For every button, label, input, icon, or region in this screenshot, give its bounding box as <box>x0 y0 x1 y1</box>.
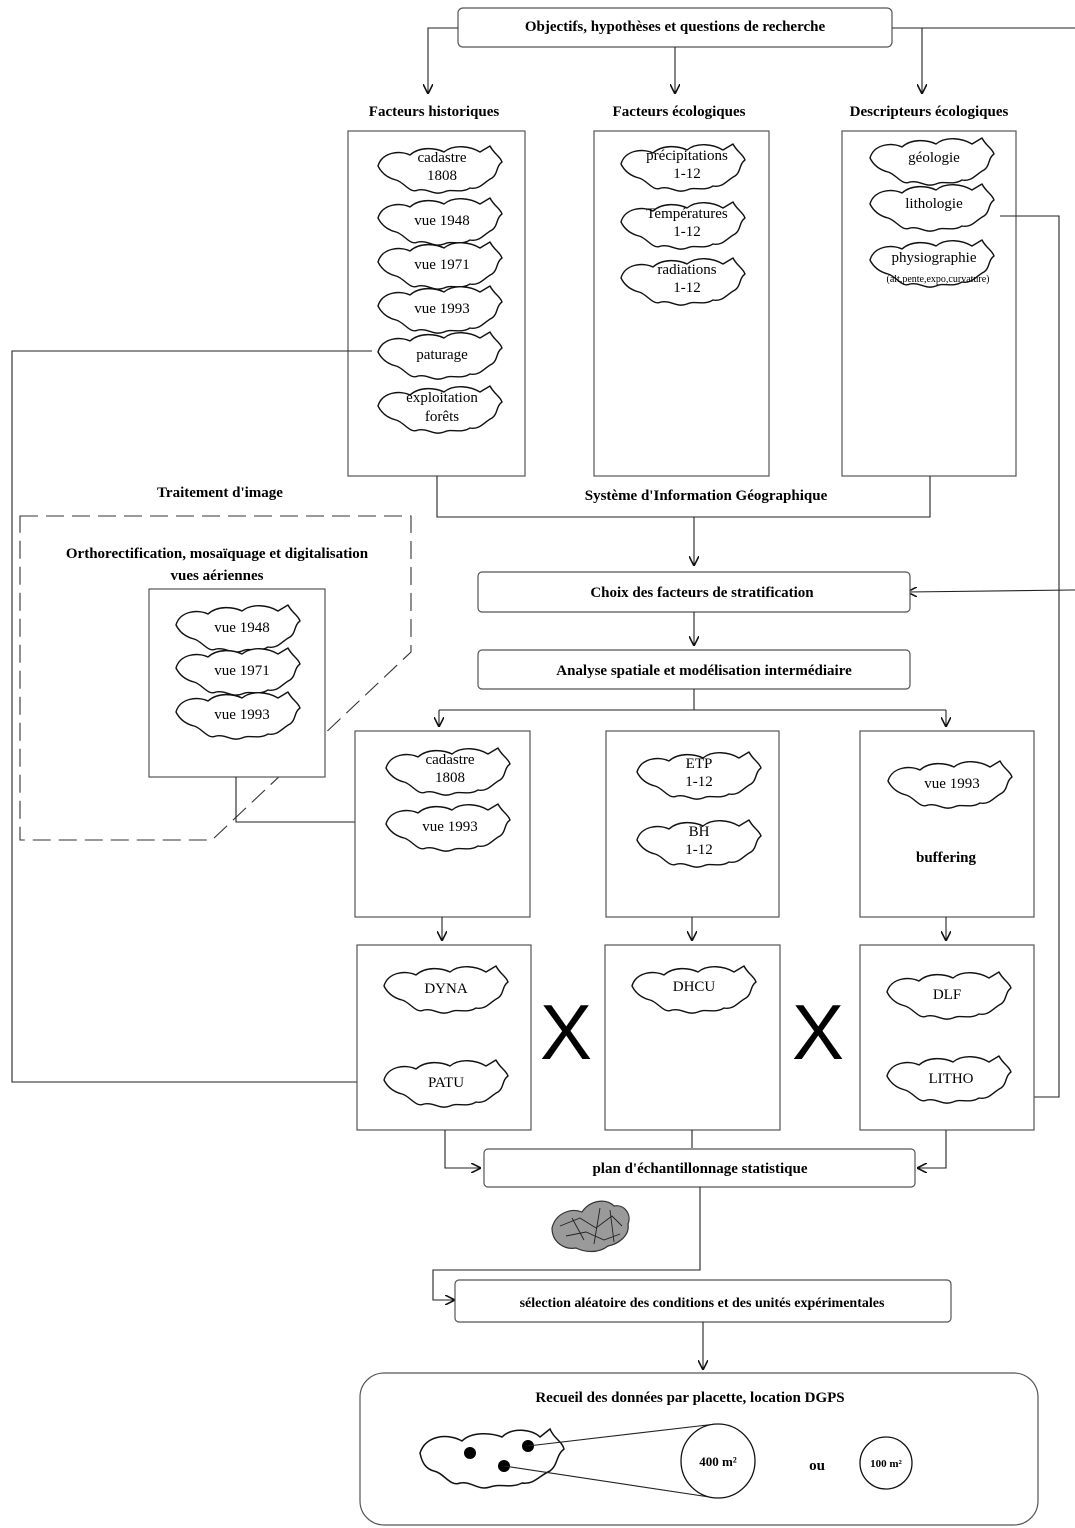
selection-label: sélection aléatoire des conditions et de… <box>520 1296 885 1311</box>
blob-dyna: DYNA <box>383 965 509 1014</box>
circle-400 <box>680 1423 756 1499</box>
choix-label: Choix des facteurs de stratification <box>590 585 814 601</box>
svg-text:1808: 1808 <box>435 770 465 786</box>
svg-text:vue 1993: vue 1993 <box>422 819 477 835</box>
svg-text:DYNA: DYNA <box>424 981 467 997</box>
svg-text:1-12: 1-12 <box>673 224 701 240</box>
analyse-label: Analyse spatiale et modélisation intermé… <box>556 663 852 679</box>
blob-mid-vue-1993: vue 1993 <box>385 803 511 852</box>
svg-text:(alt,pente,expo,curvature): (alt,pente,expo,curvature) <box>886 274 989 285</box>
svg-text:1-12: 1-12 <box>685 842 713 858</box>
buffering-label: buffering <box>916 850 977 866</box>
svg-text:1-12: 1-12 <box>673 280 701 296</box>
blob-mid-right-vue-1993: vue 1993 <box>887 760 1013 809</box>
svg-text:vue 1948: vue 1948 <box>414 213 469 229</box>
svg-text:1-12: 1-12 <box>673 166 701 182</box>
svg-text:vue 1993: vue 1993 <box>924 776 979 792</box>
svg-text:vue 1971: vue 1971 <box>214 663 269 679</box>
svg-text:cadastre: cadastre <box>417 150 466 166</box>
blob-bh: BH 1-12 <box>636 819 762 868</box>
image-processing-title: Traitement d'image <box>157 485 283 501</box>
blob-temperatures: Températures 1-12 <box>620 201 746 250</box>
svg-text:LITHO: LITHO <box>929 1071 974 1087</box>
or-label: ou <box>809 1458 825 1474</box>
svg-text:paturage: paturage <box>416 347 468 363</box>
aerial-to-vue1993-line <box>235 777 374 822</box>
header-ecological: Facteurs écologiques <box>613 104 746 120</box>
arrow-left-to-plan <box>444 1130 480 1168</box>
cross-right: X <box>792 988 844 1076</box>
svg-text:DHCU: DHCU <box>673 979 716 995</box>
blob-cadastre-1808: cadastre 1808 <box>377 145 503 194</box>
svg-text:précipitations: précipitations <box>646 148 728 164</box>
sig-label: Système d'Information Géographique <box>585 488 828 504</box>
blob-aerial-1971: vue 1971 <box>175 647 301 696</box>
objectives-label: Objectifs, hypothèses et questions de re… <box>525 19 826 35</box>
circle-400-label: 400 m² <box>699 1454 737 1469</box>
arrow-to-selection <box>432 1187 701 1300</box>
circle-100 <box>859 1436 913 1490</box>
image-processing-subtitle-1: Orthorectification, mosaïquage et digita… <box>66 546 369 562</box>
svg-text:BH: BH <box>689 824 710 840</box>
svg-text:ETP: ETP <box>686 756 713 772</box>
svg-text:vue 1993: vue 1993 <box>214 707 269 723</box>
blob-physiographie: physiographie (alt,pente,expo,curvature) <box>869 239 995 288</box>
blob-geologie: géologie <box>869 137 995 186</box>
blob-dhcu: DHCU <box>631 965 757 1014</box>
blob-paturage: paturage <box>377 331 503 380</box>
header-descriptors: Descripteurs écologiques <box>850 104 1009 120</box>
blob-litho: LITHO <box>886 1055 1012 1104</box>
blob-aerial-1993: vue 1993 <box>175 691 301 740</box>
blob-precipitations: précipitations 1-12 <box>620 143 746 192</box>
blob-mid-cadastre-1808: cadastre 1808 <box>385 747 511 796</box>
blob-radiations: radiations 1-12 <box>620 257 746 306</box>
cross-left: X <box>540 988 592 1076</box>
svg-text:vue 1993: vue 1993 <box>414 301 469 317</box>
mid-right-box <box>859 730 1035 918</box>
svg-text:physiographie: physiographie <box>892 250 977 266</box>
arrow-to-historical <box>428 27 458 93</box>
image-processing-subtitle-2: vues aériennes <box>171 568 264 584</box>
svg-text:1-12: 1-12 <box>685 774 713 790</box>
svg-text:vue 1948: vue 1948 <box>214 620 269 636</box>
blob-aerial-1948: vue 1948 <box>175 604 301 653</box>
blob-lithologie: lithologie <box>869 183 995 232</box>
blob-etp: ETP 1-12 <box>636 751 762 800</box>
svg-text:DLF: DLF <box>933 987 961 1003</box>
feedback-to-choix-line <box>908 590 1075 592</box>
svg-text:exploitation: exploitation <box>406 390 478 406</box>
svg-text:géologie: géologie <box>908 150 960 166</box>
svg-text:PATU: PATU <box>428 1075 464 1091</box>
svg-text:cadastre: cadastre <box>425 752 474 768</box>
arrow-to-descriptors <box>892 27 922 93</box>
paturage-to-patu-line <box>11 350 372 1082</box>
blob-vue-1993: vue 1993 <box>377 285 503 334</box>
sampling-map-image <box>551 1200 630 1253</box>
plan-label: plan d'échantillonnage statistique <box>592 1161 807 1177</box>
blob-vue-1971: vue 1971 <box>377 241 503 290</box>
plot-dot <box>464 1447 476 1459</box>
blob-exploitation-forets: exploitation forêts <box>377 385 503 434</box>
circle-100-label: 100 m² <box>870 1458 902 1470</box>
svg-text:lithologie: lithologie <box>905 196 963 212</box>
objectives-box: Objectifs, hypothèses et questions de re… <box>457 7 893 48</box>
svg-text:vue 1971: vue 1971 <box>414 257 469 273</box>
blob-vue-1948: vue 1948 <box>377 197 503 246</box>
svg-text:forêts: forêts <box>425 409 459 425</box>
header-historical: Facteurs historiques <box>369 104 500 120</box>
svg-text:1808: 1808 <box>427 168 457 184</box>
blob-patu: PATU <box>383 1059 509 1108</box>
arrow-right-to-plan <box>918 1130 947 1168</box>
zoom-lines <box>503 1423 717 1499</box>
svg-text:radiations: radiations <box>657 262 716 278</box>
blob-dlf: DLF <box>886 971 1012 1020</box>
svg-text:Températures: Températures <box>646 206 728 222</box>
sig-bracket <box>436 476 931 518</box>
recueil-title: Recueil des données par placette, locati… <box>535 1390 844 1406</box>
